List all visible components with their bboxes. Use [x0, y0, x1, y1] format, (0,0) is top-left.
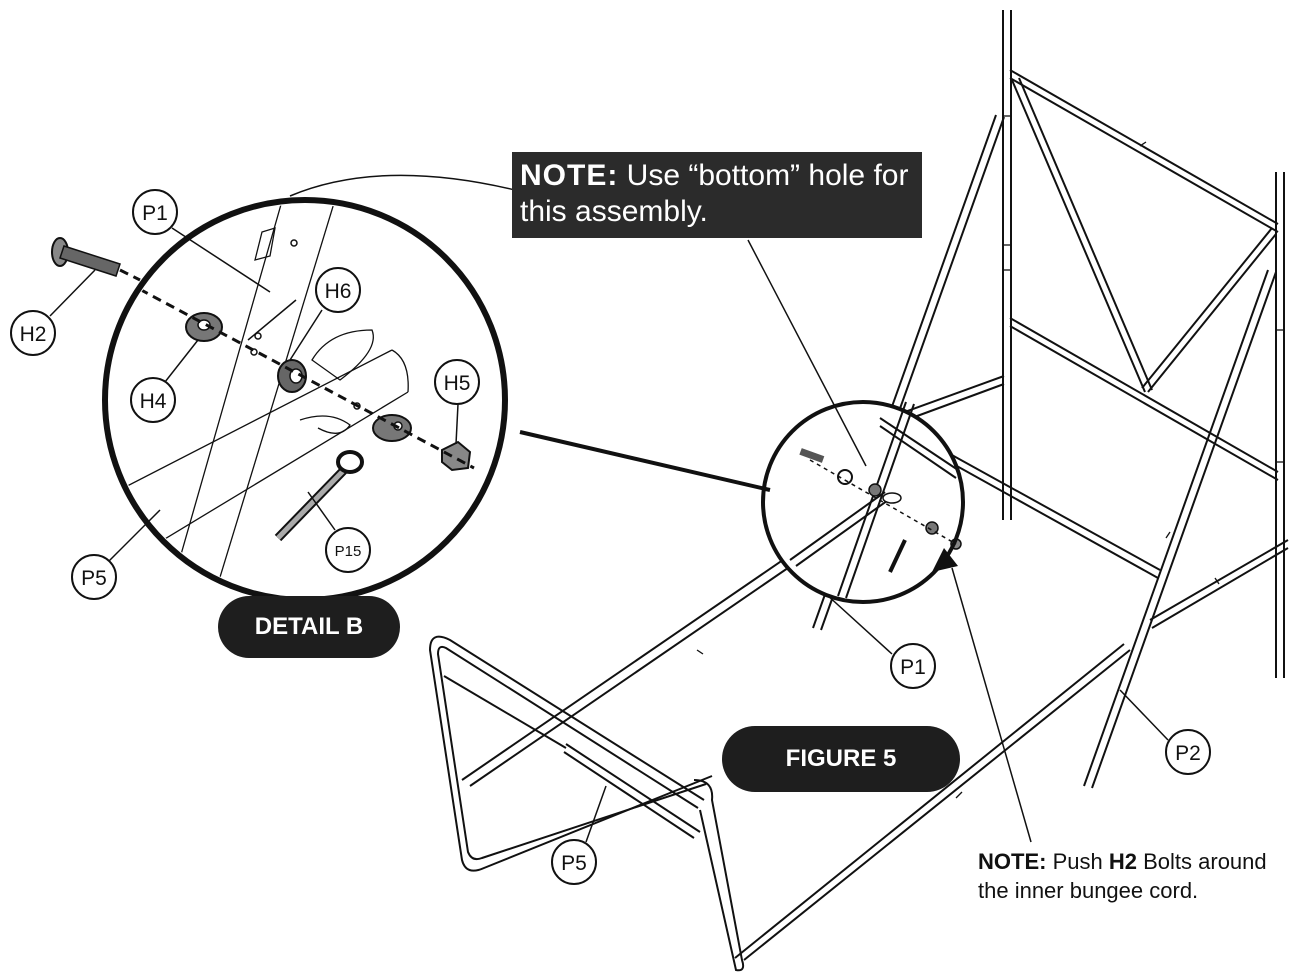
callout-h5: H5: [434, 359, 480, 445]
bolt-h2-drawing: [51, 237, 141, 282]
detail-b-drawing: [102, 197, 508, 603]
assembly-callout-circle: [761, 400, 965, 604]
callout-h2: H2: [10, 269, 96, 356]
svg-text:H6: H6: [325, 280, 352, 303]
note-leader-frame: [747, 239, 867, 467]
note-lead: NOTE:: [978, 849, 1047, 874]
svg-text:P2: P2: [1175, 742, 1201, 765]
svg-text:P15: P15: [335, 543, 362, 560]
callout-p2: P2: [1119, 689, 1211, 775]
svg-text:H4: H4: [140, 390, 167, 413]
note-text: Use “bottom” hole for this assembly.: [520, 159, 909, 228]
note-leader-detail: [289, 174, 516, 197]
arrow-icon: [932, 548, 958, 572]
detail-b-label: DETAIL B: [218, 596, 400, 658]
note-lead: NOTE:: [520, 159, 619, 192]
note-bottom-hole: NOTE: Use “bottom” hole for this assembl…: [512, 152, 922, 238]
callout-h6: H6: [289, 267, 361, 361]
note-push-bolts: NOTE: Push H2 Bolts around the inner bun…: [978, 847, 1288, 905]
svg-text:P1: P1: [900, 656, 926, 679]
note-text-2: Bolts around the inner bungee cord.: [978, 849, 1267, 903]
svg-text:P1: P1: [142, 202, 168, 225]
callout-p5-detail: P5: [71, 509, 161, 600]
callout-h4: H4: [130, 339, 199, 423]
svg-text:H5: H5: [444, 372, 471, 395]
svg-text:H2: H2: [20, 323, 47, 346]
callout-p15: P15: [307, 491, 371, 573]
detail-connector: [519, 430, 771, 492]
callout-p5-main: P5: [551, 785, 607, 885]
note-bolt-code: H2: [1108, 849, 1137, 874]
callout-p1-detail: P1: [132, 189, 271, 293]
figure-label: FIGURE 5: [722, 726, 960, 792]
svg-text:P5: P5: [81, 567, 107, 590]
svg-text:P5: P5: [561, 852, 587, 875]
callout-p1-main: P1: [825, 593, 936, 689]
note-text-1: Push: [1052, 849, 1103, 874]
note-leader-bottom: [951, 567, 1032, 843]
